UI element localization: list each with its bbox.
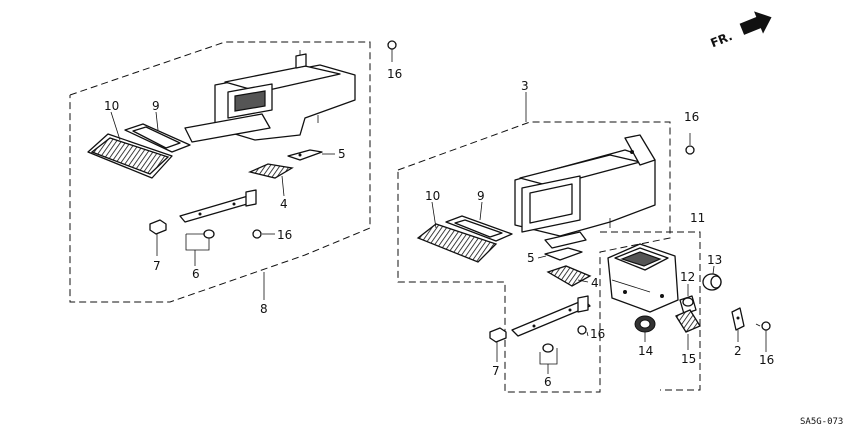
right-assembly-outline (397, 121, 671, 393)
top-screw-part-16 (387, 40, 397, 62)
right-duct-housing (514, 134, 656, 249)
front-direction-arrow-icon (739, 11, 772, 35)
vent-housing-part-11 (607, 243, 679, 313)
lever-part-12 (679, 295, 697, 315)
upper-right-screw-part-16 (685, 133, 695, 155)
label-right-part-4: 4 (591, 276, 599, 290)
label-left-part-7: 7 (153, 259, 161, 273)
right-screw-part-16 (577, 325, 589, 337)
right-bracket-part-6 (511, 295, 591, 337)
right-screw-part-6 (539, 343, 558, 365)
left-clip-part-7 (149, 219, 167, 235)
left-bezel-part-9 (124, 123, 191, 153)
label-left-part-16: 16 (277, 228, 292, 242)
label-right-part-9: 9 (477, 189, 485, 203)
label-part-12: 12 (680, 270, 695, 284)
seal-ring-part-14 (634, 315, 656, 333)
left-duct-housing (184, 50, 356, 143)
left-screw-part-6 (185, 229, 215, 251)
label-left-part-9: 9 (152, 99, 160, 113)
label-right-part-5: 5 (527, 251, 535, 265)
front-direction-label: FR. (708, 29, 734, 50)
label-part-14: 14 (638, 344, 653, 358)
label-right-part-16: 16 (590, 327, 605, 341)
right-clip-part-4 (546, 265, 592, 287)
right-assembly-group: 3 16 10 9 11 5 4 13 12 16 14 15 2 16 7 6 (397, 79, 774, 393)
sub-assembly-11-outline (600, 231, 701, 391)
right-clip-part-7 (489, 327, 507, 343)
label-part-13: 13 (707, 253, 722, 267)
label-right-part-7: 7 (492, 364, 500, 378)
left-assembly-outline (69, 41, 371, 303)
label-part-2: 2 (734, 344, 742, 358)
label-right-part-6: 6 (544, 375, 552, 389)
label-right-part-3: 3 (521, 79, 529, 93)
label-left-part-10: 10 (104, 99, 119, 113)
right-bezel-part-9 (445, 215, 513, 242)
label-part-11: 11 (690, 211, 705, 225)
label-left-part-8: 8 (260, 302, 268, 316)
label-top-part-16: 16 (387, 67, 402, 81)
clip-part-2 (731, 307, 745, 331)
left-bracket-part-6 (179, 189, 257, 223)
label-left-part-6: 6 (192, 267, 200, 281)
drawing-code: SA5G-073 (800, 417, 843, 427)
right-grille-part-10 (416, 223, 498, 263)
label-upper-right-part-16: 16 (684, 110, 699, 124)
label-part-15: 15 (681, 352, 696, 366)
label-left-part-4: 4 (280, 197, 288, 211)
label-left-part-5: 5 (338, 147, 346, 161)
far-right-screw-part-16 (755, 321, 771, 331)
front-direction-indicator: FR. (708, 11, 772, 50)
left-grille-part-10 (87, 133, 173, 179)
left-clip-part-5 (287, 149, 323, 161)
left-clip-part-4 (247, 163, 294, 179)
left-screw-part-16 (252, 229, 275, 239)
label-right-part-10: 10 (425, 189, 440, 203)
right-clip-part-5 (544, 247, 583, 261)
left-assembly-group: 10 9 5 4 16 16 7 6 8 (69, 40, 402, 316)
knob-part-13 (702, 273, 722, 291)
label-far-right-part-16: 16 (759, 353, 774, 367)
link-part-15 (675, 309, 701, 333)
